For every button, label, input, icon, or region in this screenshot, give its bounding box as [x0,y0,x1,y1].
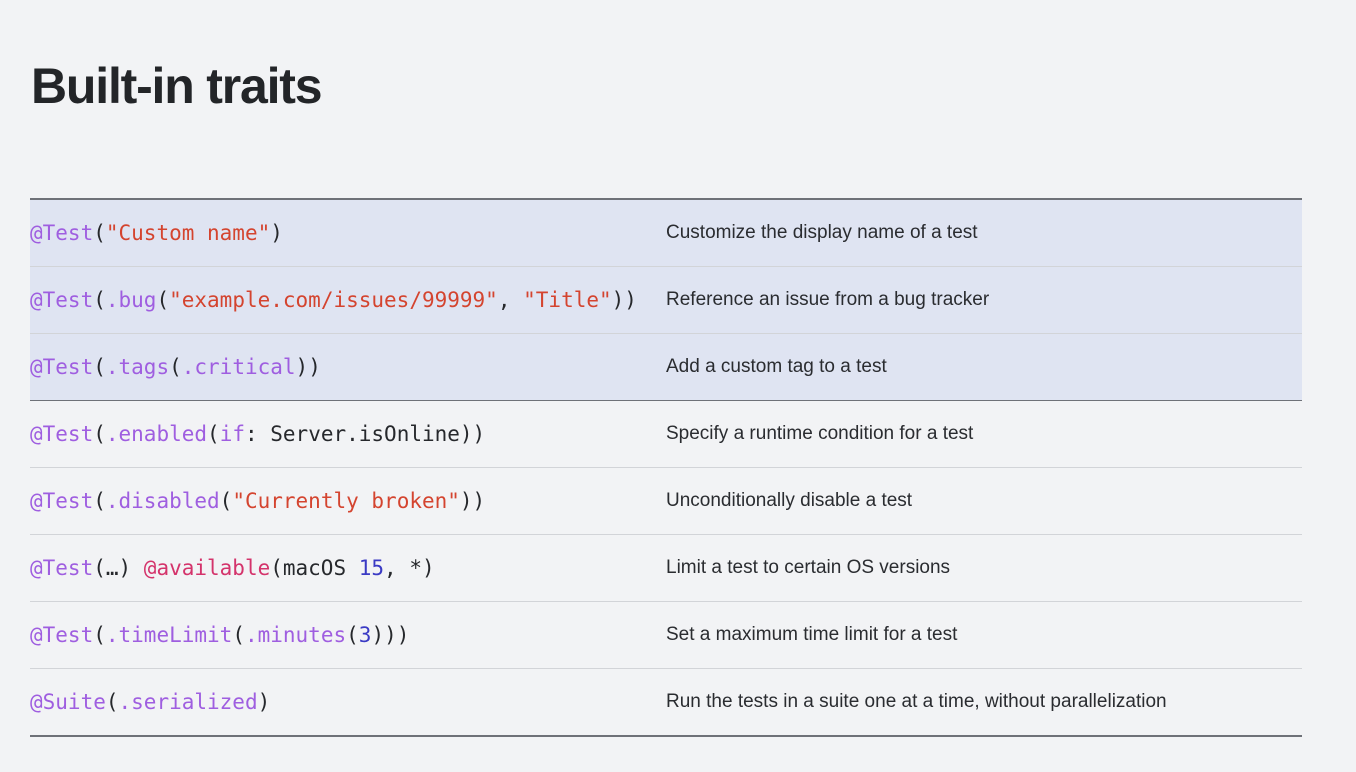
code-token-plain: ( [93,288,106,312]
table-row: @Suite(.serialized)Run the tests in a su… [30,669,1302,736]
code-token-plain: )) [295,355,321,379]
code-token-member: .enabled [105,422,208,446]
trait-description-cell: Reference an issue from a bug tracker [666,266,1302,334]
code-token-attr: @Test [30,489,94,513]
code-token-plain: ( [232,623,245,647]
code-token-plain: ))) [371,623,410,647]
code-token-keyword: if [219,422,245,446]
table-row: @Test(.timeLimit(.minutes(3)))Set a maxi… [30,601,1302,669]
rule-top-line [30,198,1302,200]
code-token-plain: ( [346,623,359,647]
code-token-attr: @Suite [30,690,106,714]
code-token-plain: ( [156,288,170,312]
code-token-plain: : Server.isOnline)) [244,422,486,446]
trait-code-cell: @Test(.tags(.critical)) [30,333,666,401]
trait-code-cell: @Test(.timeLimit(.minutes(3))) [30,601,666,669]
code-token-member: .disabled [105,489,220,513]
page-title: Built-in traits [31,57,323,114]
code-token-avail: @available [143,556,271,580]
trait-code-cell: @Test(.enabled(if: Server.isOnline)) [30,400,666,468]
code-token-plain: ( [93,422,106,446]
code-token-attr: @Test [30,355,94,379]
code-token-number: 3 [358,623,372,647]
table-row: @Test(.disabled("Currently broken"))Unco… [30,467,1302,535]
code-token-attr: @Test [30,221,94,245]
code-token-plain: (…) [93,556,144,580]
code-token-attr: @Test [30,422,94,446]
code-token-member: .bug [105,288,157,312]
traits-table-body: @Test("Custom name")Customize the displa… [30,198,1302,735]
code-token-string: "Title" [523,288,612,312]
trait-code-cell: @Test(.bug("example.com/issues/99999", "… [30,266,666,334]
code-token-number: 15 [358,556,385,580]
traits-table-foot [30,735,1302,737]
table-row: @Test(.bug("example.com/issues/99999", "… [30,266,1302,334]
trait-description-cell: Customize the display name of a test [666,200,1302,267]
code-token-attr: @Test [30,288,94,312]
code-token-string: "example.com/issues/99999" [169,288,498,312]
code-token-plain: ( [105,690,119,714]
code-token-member: .timeLimit [105,623,233,647]
code-token-member: .minutes [244,623,347,647]
trait-description-cell: Run the tests in a suite one at a time, … [666,691,1167,712]
code-token-string: "Currently broken" [232,489,460,513]
code-token-plain: ) [270,221,283,245]
code-token-plain: ( [219,489,233,513]
code-token-member: .tags [105,355,170,379]
code-token-plain: ( [93,489,106,513]
table-row: @Test("Custom name")Customize the displa… [30,200,1302,267]
code-token-attr: @Test [30,556,94,580]
rule-bottom-line [30,735,1302,737]
table-row: @Test(…) @available(macOS 15, *)Limit a … [30,534,1302,602]
code-token-member: .critical [181,355,296,379]
table-row: @Test(.tags(.critical))Add a custom tag … [30,333,1302,401]
code-token-plain: , [497,288,524,312]
code-token-member: .serialized [118,690,258,714]
trait-description-cell: Add a custom tag to a test [666,333,1302,401]
code-token-plain: (macOS [270,556,359,580]
trait-code-cell: @Test(.disabled("Currently broken")) [30,467,666,535]
trait-code-cell: @Suite(.serialized) [30,669,666,736]
code-token-plain: ( [169,355,182,379]
code-token-plain: ( [93,623,106,647]
table-top-rule [30,198,1302,200]
trait-code-cell: @Test(…) @available(macOS 15, *) [30,534,666,602]
table-bottom-rule [30,735,1302,737]
table-row: @Test(.enabled(if: Server.isOnline))Spec… [30,400,1302,468]
code-token-plain: ( [93,221,106,245]
trait-description-cell: Set a maximum time limit for a test [666,601,1302,669]
trait-description-cell: Unconditionally disable a test [666,467,1302,535]
code-token-plain: ( [93,355,106,379]
trait-description-cell: Specify a runtime condition for a test [666,400,1302,468]
code-token-plain: , *) [384,556,435,580]
code-token-plain: )) [459,489,486,513]
code-token-plain: ) [257,690,271,714]
built-in-traits-table: @Test("Custom name")Customize the displa… [30,198,1302,737]
trait-code-cell: @Test("Custom name") [30,200,666,267]
trait-description-cell: Limit a test to certain OS versions [666,534,1302,602]
code-token-string: "Custom name" [105,221,271,245]
code-token-plain: )) [611,288,637,312]
code-token-plain: ( [207,422,220,446]
code-token-attr: @Test [30,623,94,647]
